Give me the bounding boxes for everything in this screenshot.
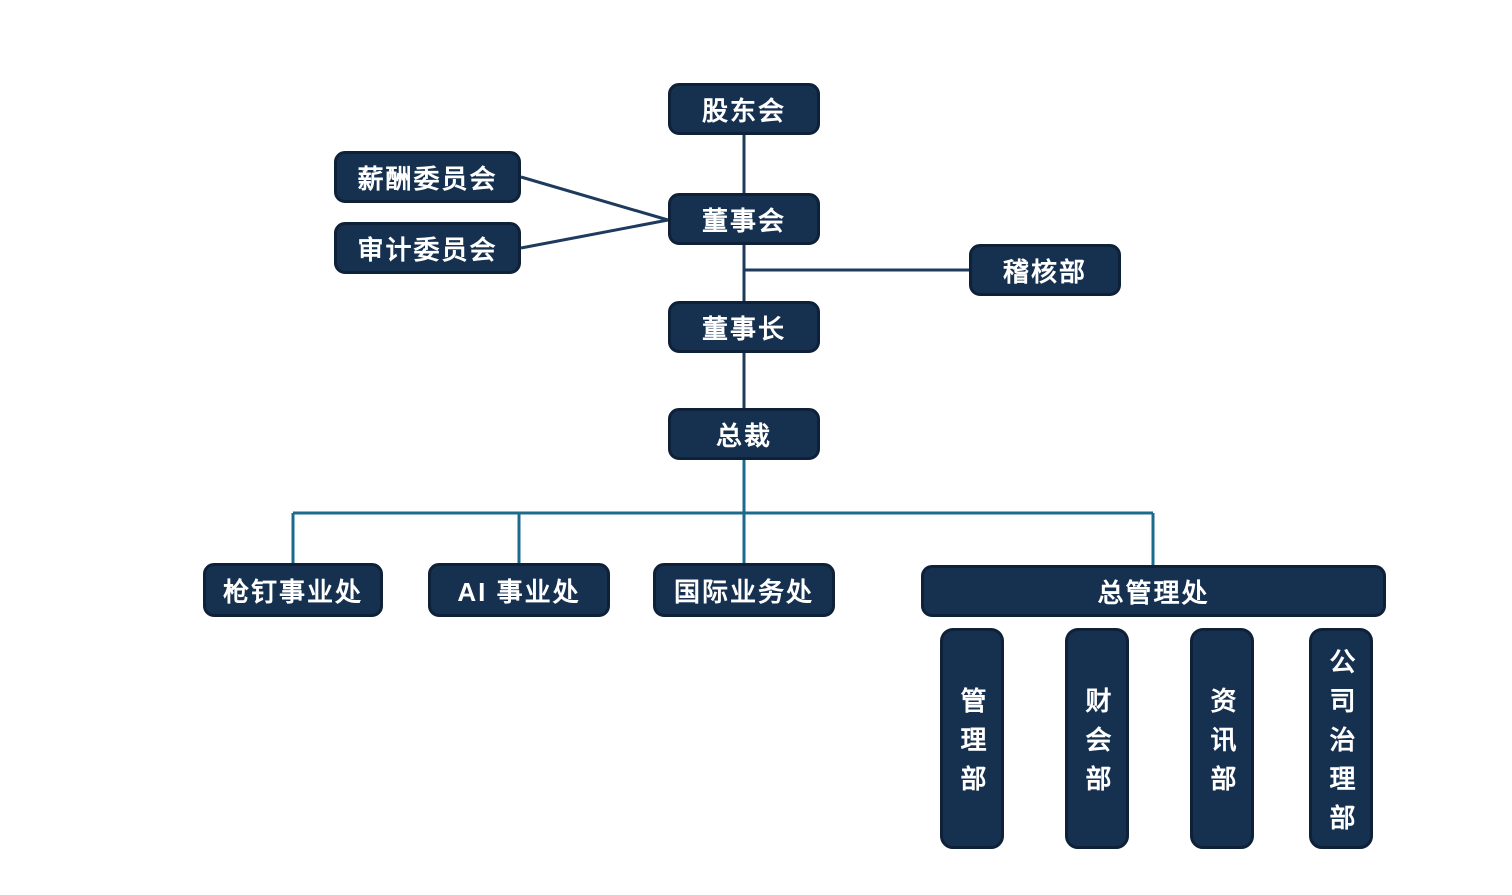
node-board-of-directors-label: 董事会 <box>701 205 786 236</box>
node-compensation-committee: 薪酬委员会 <box>334 151 521 203</box>
node-chairman-label: 董事长 <box>701 313 786 344</box>
node-management-department: 管理部 <box>940 628 1004 849</box>
node-international-division-label: 国际业务处 <box>673 576 814 607</box>
node-general-management-office-label: 总管理处 <box>1097 577 1210 608</box>
node-management-department-label: 管理部 <box>957 686 987 804</box>
node-corporate-governance-department: 公司治理部 <box>1309 628 1373 849</box>
node-president: 总裁 <box>668 408 820 460</box>
node-finance-accounting-department-label: 财会部 <box>1082 686 1112 804</box>
node-board-of-directors: 董事会 <box>668 193 820 245</box>
node-nail-gun-division-label: 枪钉事业处 <box>222 576 363 607</box>
node-nail-gun-division: 枪钉事业处 <box>203 563 383 617</box>
node-audit-department-label: 稽核部 <box>1002 256 1087 287</box>
node-corporate-governance-department-label: 公司治理部 <box>1326 647 1356 843</box>
node-compensation-committee-label: 薪酬委员会 <box>357 163 498 194</box>
connector-compensation-board <box>520 175 669 222</box>
node-information-department-label: 资讯部 <box>1207 686 1237 804</box>
connector-auditcommittee-board <box>520 218 669 250</box>
node-finance-accounting-department: 财会部 <box>1065 628 1129 849</box>
node-information-department: 资讯部 <box>1190 628 1254 849</box>
node-chairman: 董事长 <box>668 301 820 353</box>
node-president-label: 总裁 <box>715 420 772 451</box>
node-shareholders-label: 股东会 <box>701 95 786 126</box>
node-international-division: 国际业务处 <box>653 563 835 617</box>
node-ai-division-label: AI 事业处 <box>457 576 581 607</box>
node-audit-committee: 审计委员会 <box>334 222 521 274</box>
node-general-management-office: 总管理处 <box>921 565 1386 617</box>
node-ai-division: AI 事业处 <box>428 563 610 617</box>
node-shareholders: 股东会 <box>668 83 820 135</box>
node-audit-committee-label: 审计委员会 <box>357 234 498 265</box>
node-audit-department: 稽核部 <box>969 244 1121 296</box>
